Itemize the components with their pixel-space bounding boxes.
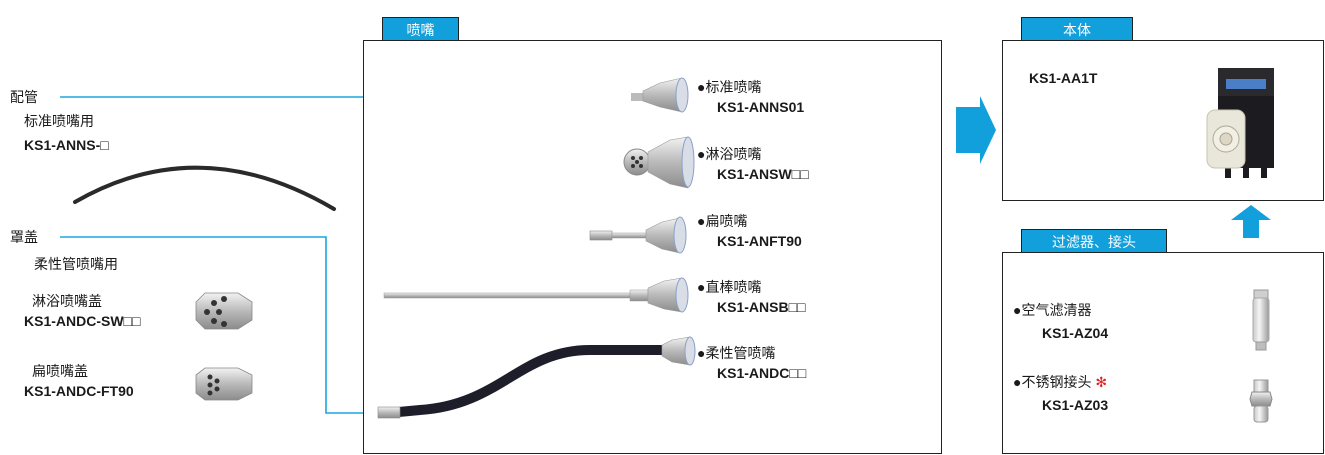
flat-cover-name: 扁喷嘴盖 bbox=[32, 363, 88, 379]
bullet-icon: ● bbox=[697, 279, 706, 295]
tab-filter-joint[interactable]: 过滤器、接头 bbox=[1021, 229, 1167, 253]
filter-model: KS1-AZ04 bbox=[1042, 325, 1109, 341]
filter-item-stainless-joint: ●不锈钢接头 ✻ bbox=[1013, 373, 1107, 391]
up-arrow-icon bbox=[1231, 205, 1271, 238]
nozzle-name: 扁喷嘴 bbox=[705, 213, 748, 229]
nozzle-item-standard: ●标准喷嘴 bbox=[697, 78, 761, 96]
filter-item-air-filter: ●空气滤清器 bbox=[1013, 301, 1091, 319]
right-arrow-icon bbox=[956, 96, 996, 164]
tab-nozzle[interactable]: 喷嘴 bbox=[382, 17, 459, 41]
cover-use: 柔性管喷嘴用 bbox=[34, 256, 118, 272]
bullet-icon: ● bbox=[1013, 374, 1022, 390]
shower-cover-name: 淋浴喷嘴盖 bbox=[32, 293, 102, 309]
nozzle-model: KS1-ANSW□□ bbox=[717, 166, 809, 182]
cover-title: 罩盖 bbox=[10, 229, 38, 245]
filter-name: 不锈钢接头 bbox=[1021, 374, 1092, 390]
body-model: KS1-AA1T bbox=[1029, 70, 1098, 86]
nozzle-model: KS1-ANSB□□ bbox=[717, 299, 806, 315]
cover-connector-line bbox=[60, 236, 380, 414]
bullet-icon: ● bbox=[1013, 302, 1022, 318]
nozzle-name: 标准喷嘴 bbox=[705, 79, 762, 95]
nozzle-item-flat: ●扁喷嘴 bbox=[697, 212, 747, 230]
nozzle-name: 柔性管喷嘴 bbox=[705, 345, 776, 361]
flat-cover-model: KS1-ANDC-FT90 bbox=[24, 383, 134, 399]
bullet-icon: ● bbox=[697, 345, 706, 361]
filter-panel bbox=[1002, 252, 1324, 454]
nozzle-model: KS1-ANDC□□ bbox=[717, 365, 807, 381]
nozzle-panel bbox=[363, 40, 942, 454]
shower-cover-model: KS1-ANDC-SW□□ bbox=[24, 313, 141, 329]
nozzle-model: KS1-ANFT90 bbox=[717, 233, 802, 249]
asterisk-icon: ✻ bbox=[1095, 374, 1108, 390]
tab-body[interactable]: 本体 bbox=[1021, 17, 1133, 41]
nozzle-item-straight: ●直棒喷嘴 bbox=[697, 278, 761, 296]
bullet-icon: ● bbox=[697, 146, 706, 162]
pipe-image bbox=[73, 165, 336, 211]
bullet-icon: ● bbox=[697, 213, 706, 229]
piping-model: KS1-ANNS-□ bbox=[24, 137, 109, 153]
nozzle-name: 直棒喷嘴 bbox=[705, 279, 762, 295]
piping-title: 配管 bbox=[10, 89, 38, 105]
nozzle-model: KS1-ANNS01 bbox=[717, 99, 805, 115]
nozzle-name: 淋浴喷嘴 bbox=[705, 146, 762, 162]
nozzle-item-flexible: ●柔性管喷嘴 bbox=[697, 344, 775, 362]
nozzle-item-shower: ●淋浴喷嘴 bbox=[697, 145, 761, 163]
piping-use: 标准喷嘴用 bbox=[24, 113, 94, 129]
bullet-icon: ● bbox=[697, 79, 706, 95]
filter-model: KS1-AZ03 bbox=[1042, 397, 1109, 413]
filter-name: 空气滤清器 bbox=[1021, 302, 1092, 318]
